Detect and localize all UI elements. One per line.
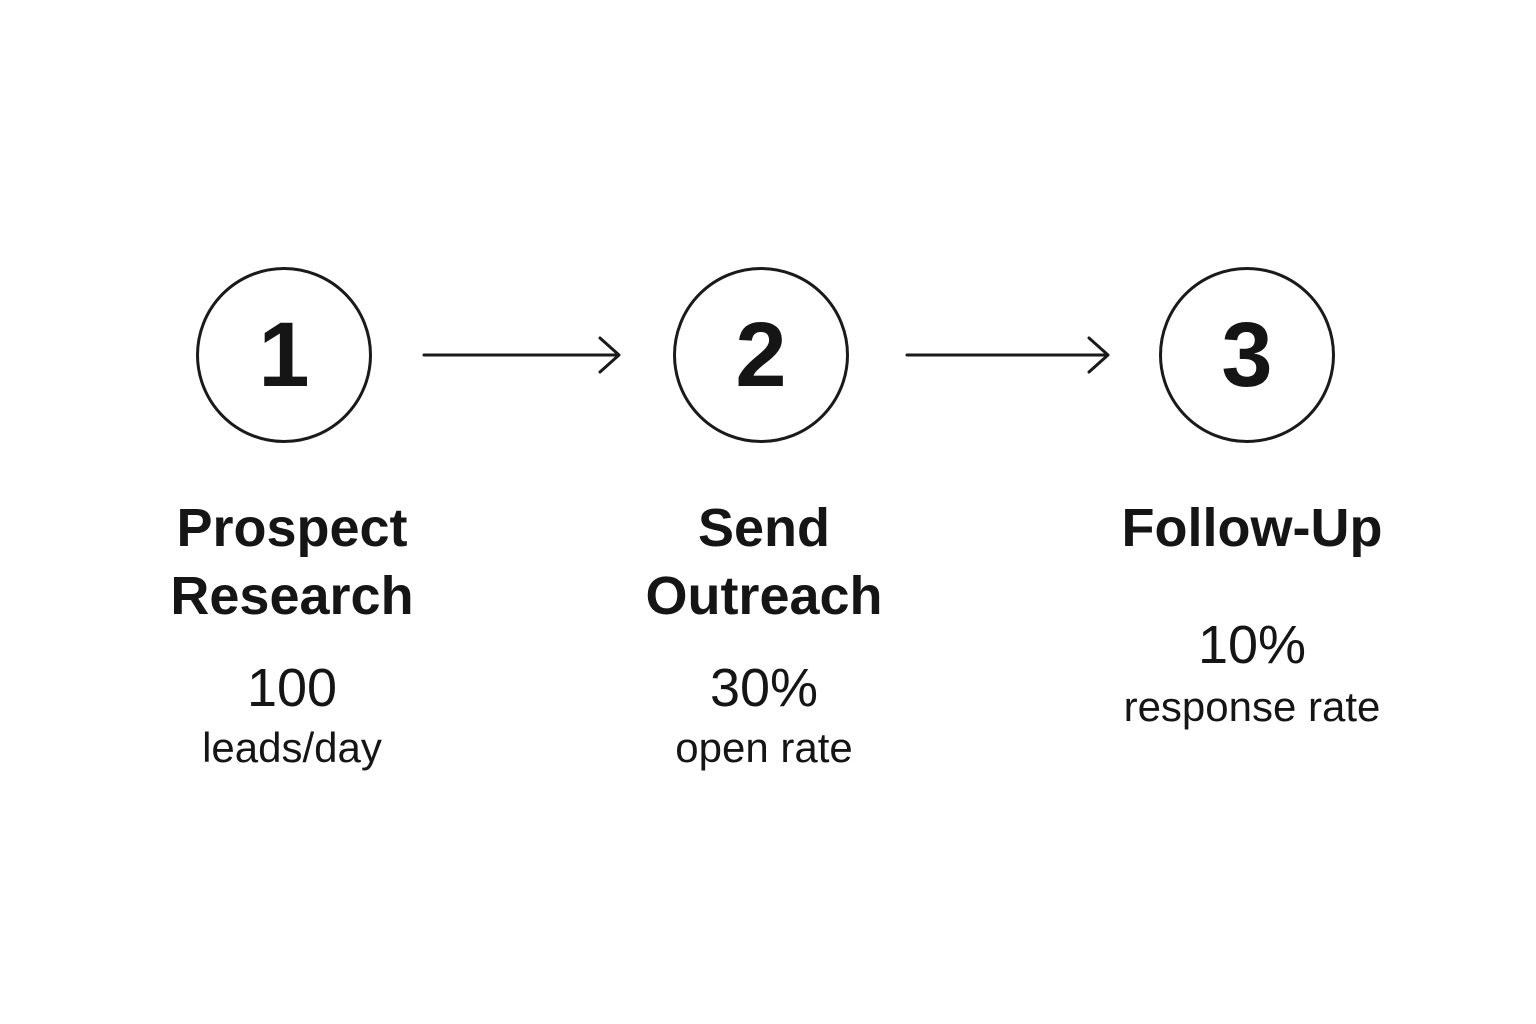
step-2-metric-caption: open rate (675, 724, 853, 771)
step-2-title-line-1: Send (697, 498, 831, 558)
step-2-metric-value: 30% (709, 658, 819, 718)
step-3-title: Follow-Up (1052, 494, 1452, 562)
step-1-metric-value: 100 (246, 658, 338, 718)
step-3-title-line-1: Follow-Up (1121, 498, 1383, 558)
arrow-right-icon (905, 336, 1110, 374)
step-1-metric-caption: leads/day (202, 724, 382, 771)
step-1-title-line-1: Prospect (176, 498, 408, 558)
step-2-circle: 2 (673, 267, 849, 443)
step-1-circle: 1 (196, 267, 372, 443)
step-1-title-line-2: Research (170, 566, 414, 626)
step-2-title-line-2: Outreach (645, 566, 883, 626)
step-1-title: Prospect Research (92, 494, 492, 630)
step-3-circle: 3 (1159, 267, 1335, 443)
step-2-number: 2 (735, 304, 787, 406)
step-3-metric-value: 10% (1197, 615, 1307, 675)
step-1-number: 1 (258, 304, 310, 406)
arrow-right-icon (422, 336, 621, 374)
step-2-title: Send Outreach (564, 494, 964, 630)
step-3-number: 3 (1221, 304, 1273, 406)
step-3-metric-caption: response rate (1123, 683, 1381, 730)
